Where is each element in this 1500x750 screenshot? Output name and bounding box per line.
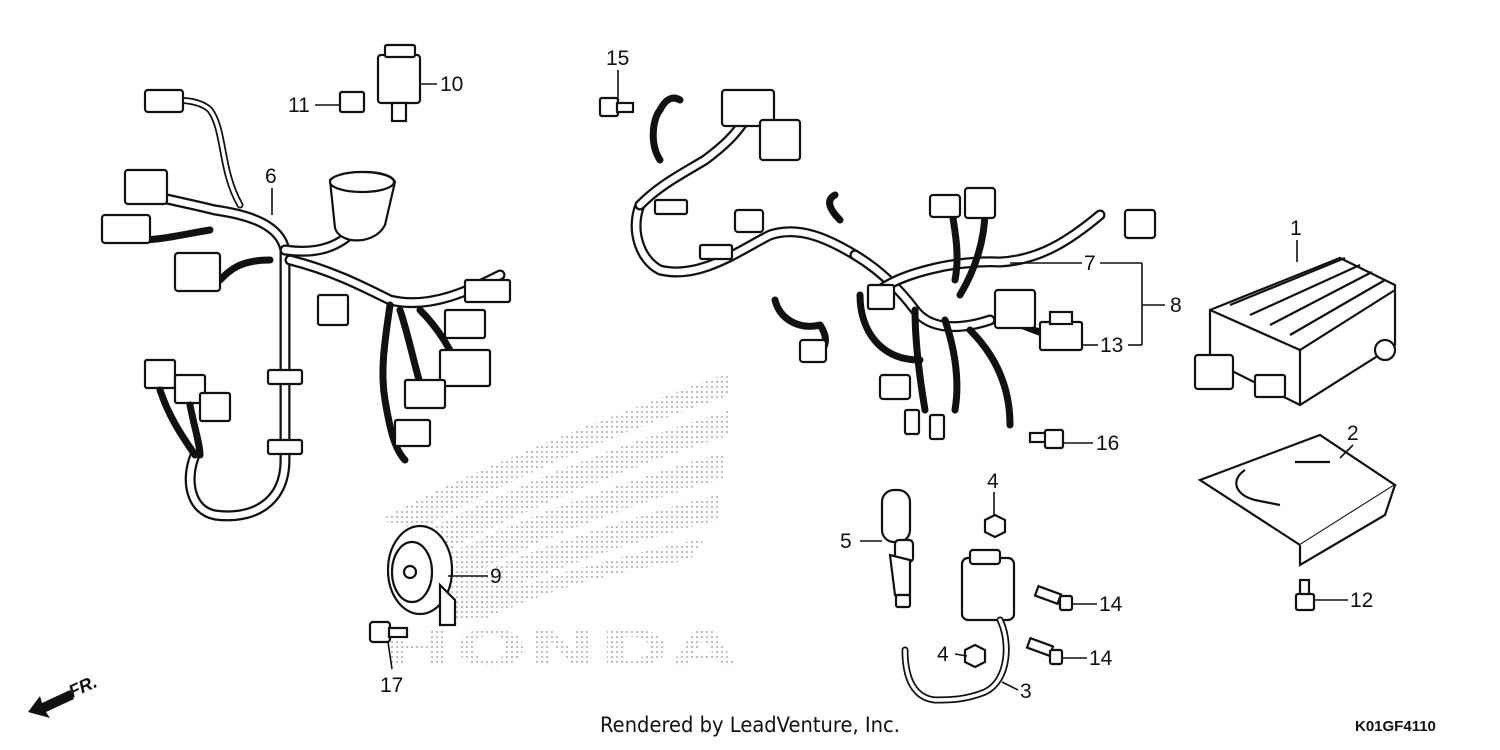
- callout-6: 6: [265, 165, 277, 188]
- callout-15: 15: [606, 47, 629, 70]
- part-14-bolt-lower[interactable]: [1025, 636, 1064, 666]
- honda-watermark: HONDA: [382, 620, 738, 678]
- front-direction-arrow-icon: FR.: [28, 672, 100, 718]
- part-11-fuse[interactable]: [338, 90, 366, 114]
- part-16-bolt[interactable]: [1028, 428, 1065, 450]
- callout-2: 2: [1347, 422, 1359, 445]
- callout-4-upper: 4: [987, 470, 999, 493]
- callout-10: 10: [440, 73, 463, 96]
- diagram-code: K01GF4110: [1355, 718, 1436, 735]
- part-9-horn[interactable]: [386, 524, 457, 627]
- leader-lines: [271, 70, 1354, 691]
- part-12-bolt[interactable]: [1294, 578, 1316, 612]
- part-4-nut-upper[interactable]: [983, 513, 1007, 539]
- callout-14-lower: 14: [1089, 647, 1113, 670]
- callout-3: 3: [1020, 680, 1032, 703]
- callout-4-lower: 4: [937, 643, 949, 666]
- callout-12: 12: [1350, 589, 1373, 612]
- part-7-wire-harness[interactable]: [630, 88, 1157, 441]
- part-15-bolt[interactable]: [598, 96, 635, 118]
- part-1-regulator-rectifier[interactable]: [1193, 256, 1397, 407]
- callout-7: 7: [1084, 252, 1096, 275]
- part-13-connector[interactable]: [1038, 310, 1084, 352]
- callout-11: 11: [288, 94, 310, 117]
- callout-16: 16: [1096, 432, 1119, 455]
- callout-17: 17: [380, 674, 403, 697]
- callout-5: 5: [840, 530, 852, 553]
- part-14-bolt-upper[interactable]: [1033, 584, 1074, 612]
- front-direction-label: FR.: [65, 672, 100, 702]
- callout-13: 13: [1100, 334, 1123, 357]
- part-5-spark-plug-cap[interactable]: [880, 488, 915, 609]
- part-3-ignition-coil[interactable]: [901, 548, 1016, 704]
- part-17-bolt[interactable]: [368, 620, 409, 644]
- callout-8: 8: [1170, 294, 1182, 317]
- callout-1: 1: [1290, 217, 1302, 240]
- callout-14-upper: 14: [1099, 593, 1123, 616]
- part-6-wire-harness[interactable]: [100, 88, 512, 522]
- callout-9: 9: [490, 565, 502, 588]
- part-10-relay[interactable]: [376, 43, 422, 123]
- honda-wing-logo-icon: HONDA: [380, 372, 738, 678]
- part-2-bracket[interactable]: [1197, 433, 1398, 567]
- part-4-nut-lower[interactable]: [963, 643, 987, 669]
- render-credit: Rendered by LeadVenture, Inc.: [600, 713, 900, 737]
